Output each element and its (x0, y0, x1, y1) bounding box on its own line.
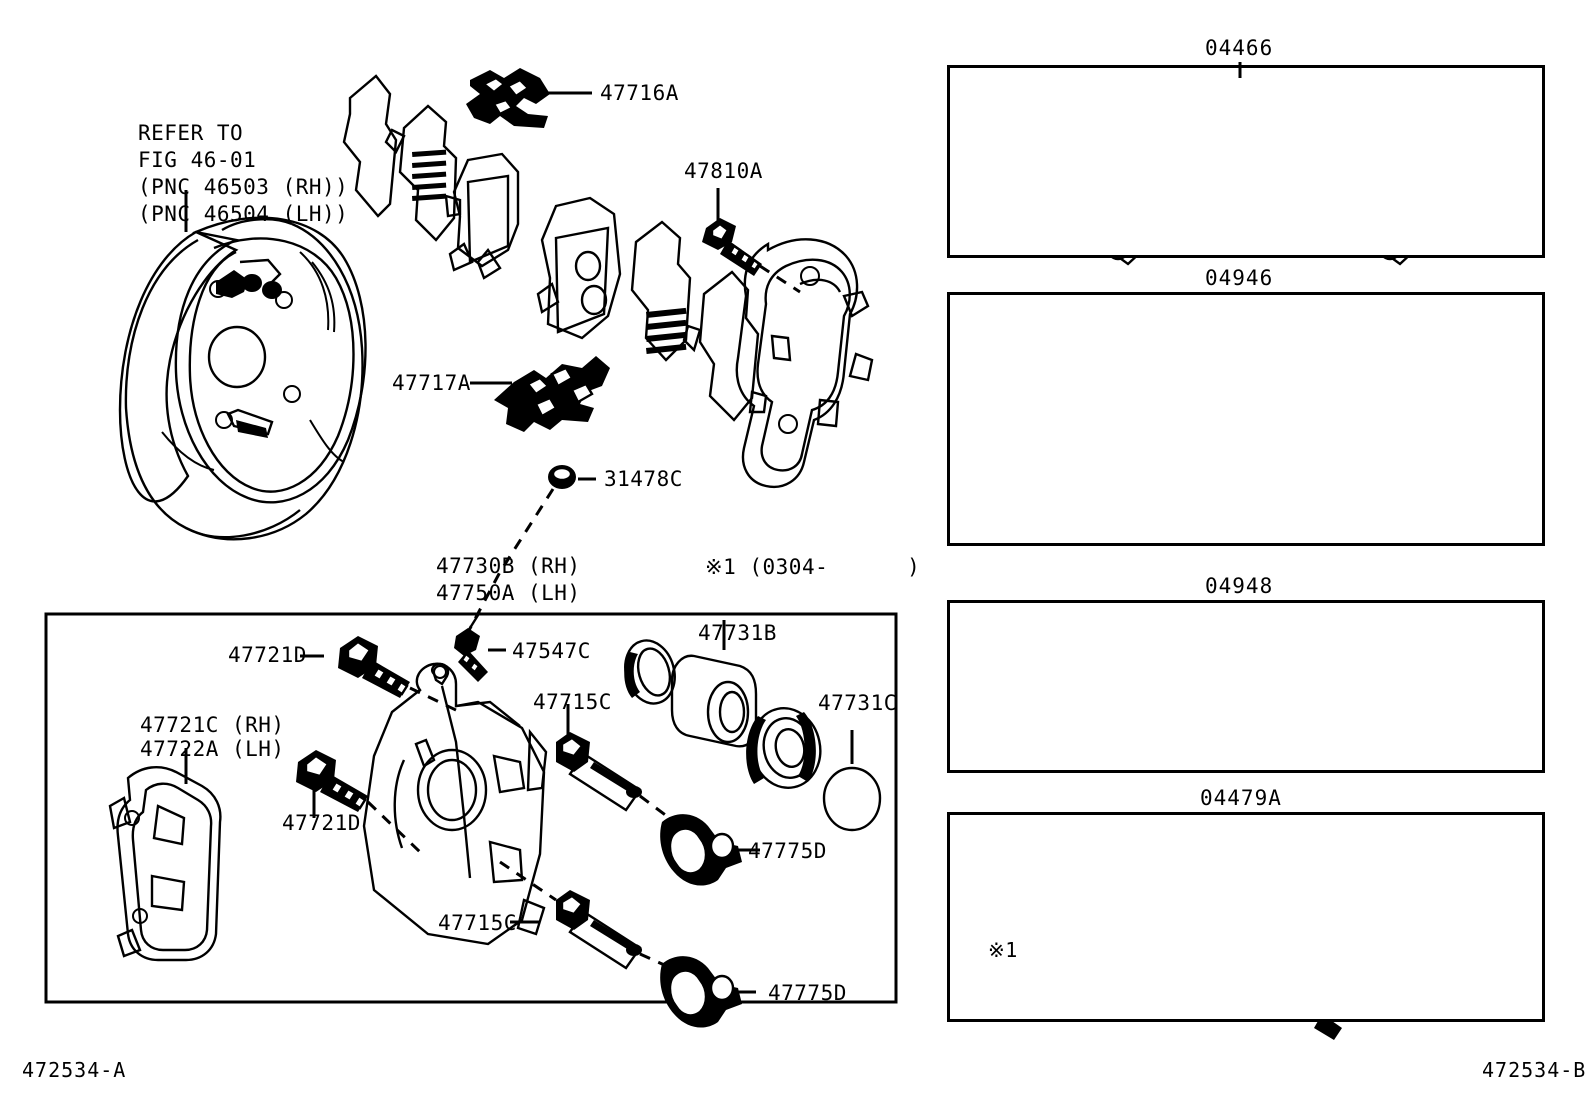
pad-shim-stack (342, 74, 768, 422)
pad-support-clip-47717a (470, 356, 610, 432)
callout-47715c-bottom: 47715C (438, 911, 517, 935)
callout-47547c: 47547C (512, 639, 591, 663)
bolt-47721d-lower (296, 750, 422, 854)
callout-31478c: 31478C (604, 467, 683, 491)
callout-47721c: 47721C (RH) (140, 713, 285, 737)
callout-47721d-top: 47721D (228, 643, 307, 667)
kit-panel-04946 (947, 292, 1545, 546)
callout-47810a: 47810A (684, 159, 763, 183)
corner-code-left: 472534-A (22, 1058, 127, 1082)
kit-panel-04948-title: 04948 (1205, 574, 1274, 598)
caliper-body-drawing (362, 662, 548, 946)
piston-and-seals (624, 620, 882, 832)
callout-47775d-bottom: 47775D (768, 981, 847, 1005)
callout-47715c-top: 47715C (533, 690, 612, 714)
refer-to-note: REFER TO FIG 46-01 (PNC 46503 (RH)) (PNC… (138, 121, 349, 226)
callout-47775d-top: 47775D (748, 839, 827, 863)
caliper-bracket-drawing (108, 748, 222, 962)
caliper-mounting-support (735, 238, 874, 489)
kit-panel-04466 (947, 65, 1545, 258)
callout-47721d-bottom: 47721D (282, 811, 361, 835)
production-date-note: ※1 (0304- ) (705, 555, 921, 579)
callout-47730b: 47730B (RH) (436, 554, 581, 578)
kit-panel-04466-title: 04466 (1205, 36, 1274, 60)
kit-04479a-note-marker: ※1 (988, 938, 1018, 962)
callout-47722a: 47722A (LH) (140, 737, 285, 761)
backing-plate-drawing (118, 190, 367, 541)
bleeder-screw-47810a (702, 188, 801, 294)
slide-pin-boot-47775d-lower (660, 956, 756, 1028)
kit-panel-04479a (947, 812, 1545, 1022)
pad-support-clip-47716a (466, 68, 592, 128)
callout-47750a: 47750A (LH) (436, 581, 581, 605)
kit-panel-04946-title: 04946 (1205, 266, 1274, 290)
callout-47717a: 47717A (392, 371, 471, 395)
slide-pin-47715c-lower (499, 860, 681, 974)
bleeder-plug-31478c (498, 465, 596, 573)
callout-47731c: 47731C (818, 691, 897, 715)
kit-panel-04948 (947, 600, 1545, 773)
corner-code-right: 472534-B (1482, 1058, 1587, 1082)
kit-panel-04479a-title: 04479A (1200, 786, 1282, 810)
slide-pin-boot-47775d-upper (660, 814, 760, 886)
callout-47731b: 47731B (698, 621, 777, 645)
callout-47716a: 47716A (600, 81, 679, 105)
bolt-47721d-upper (300, 636, 461, 714)
